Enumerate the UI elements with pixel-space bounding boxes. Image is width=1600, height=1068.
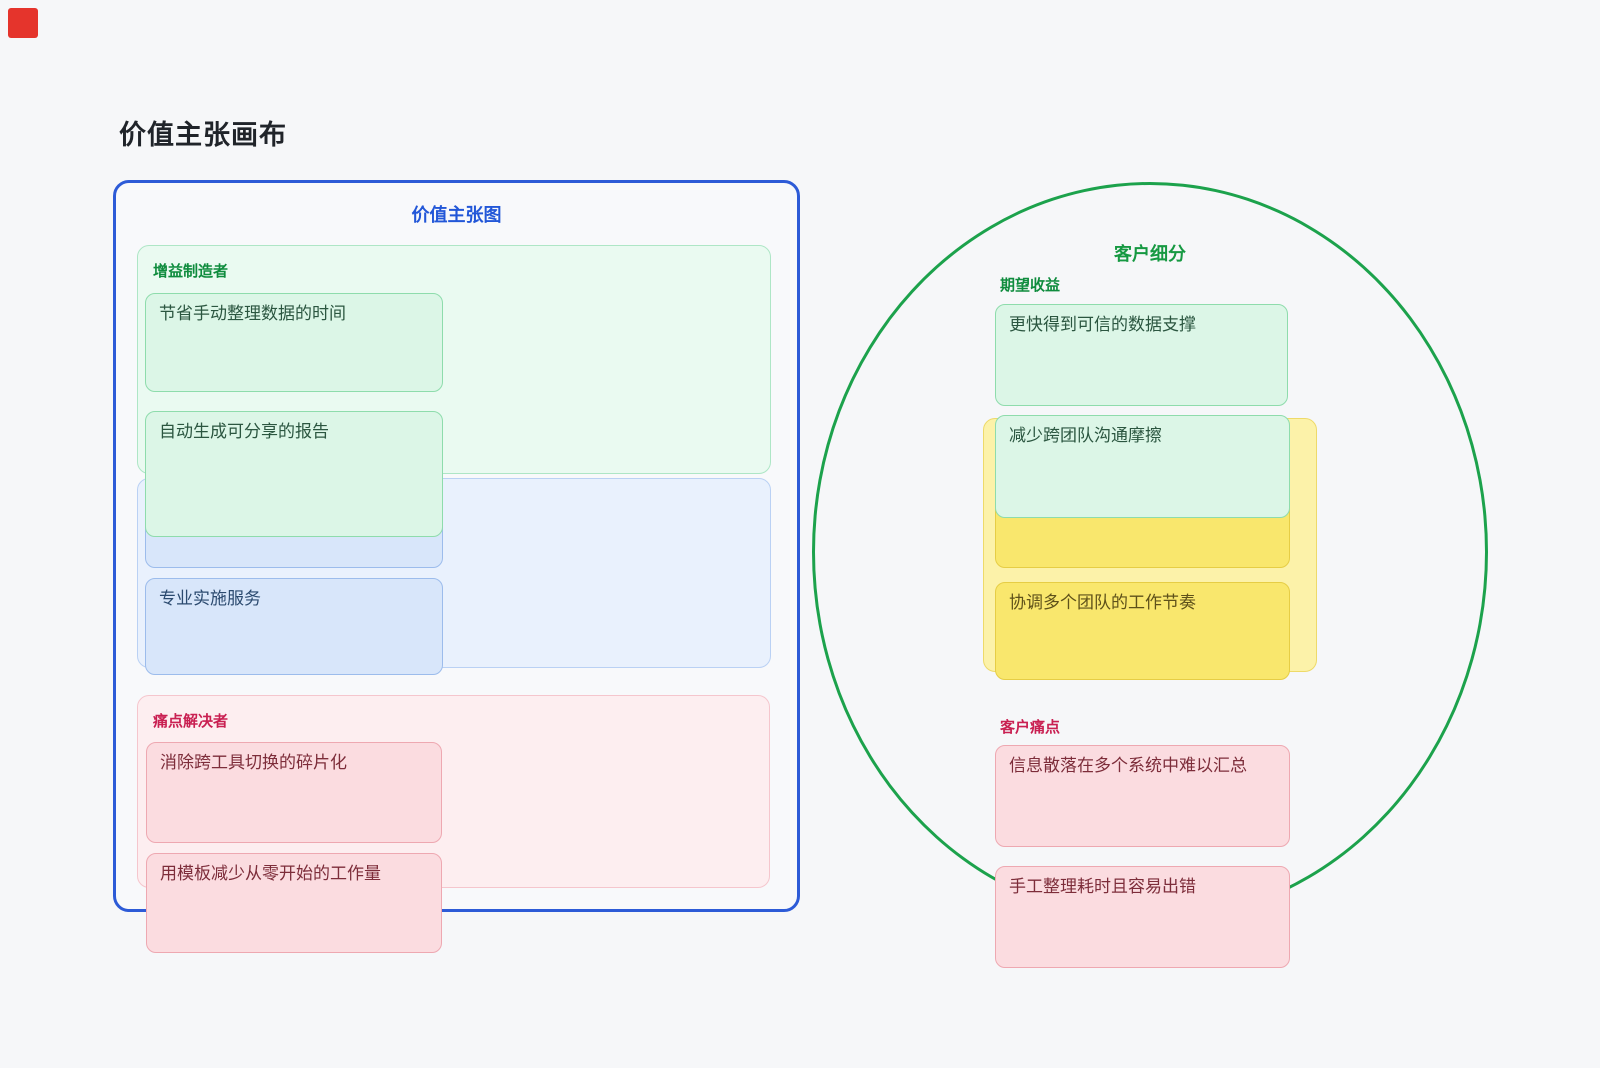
pains-label: 客户痛点 <box>1000 719 1061 736</box>
customer-pain-card[interactable]: 信息散落在多个系统中难以汇总 <box>995 745 1290 847</box>
page-title: 价值主张画布 <box>119 120 287 150</box>
pain-reliever-card[interactable]: 用模板减少从零开始的工作量 <box>146 853 442 953</box>
gains-label: 期望收益 <box>1000 277 1061 294</box>
customer-gain-card[interactable]: 更快得到可信的数据支撑 <box>995 304 1288 406</box>
red-marker <box>8 8 38 38</box>
gain-card[interactable]: 自动生成可分享的报告 <box>145 411 443 537</box>
value-map-title: 价值主张图 <box>411 205 502 225</box>
customer-pain-card[interactable]: 手工整理耗时且容易出错 <box>995 866 1290 968</box>
product-card[interactable]: 专业实施服务 <box>145 578 443 675</box>
customer-segment-title: 客户细分 <box>1114 244 1186 264</box>
gain-creators-label: 增益制造者 <box>153 263 229 280</box>
pain-relievers-label: 痛点解决者 <box>153 713 229 730</box>
pain-reliever-card[interactable]: 消除跨工具切换的碎片化 <box>146 742 442 843</box>
customer-job-card[interactable]: 协调多个团队的工作节奏 <box>995 582 1290 680</box>
customer-gain-card[interactable]: 减少跨团队沟通摩擦 <box>995 415 1290 518</box>
gain-card[interactable]: 节省手动整理数据的时间 <box>145 293 443 392</box>
